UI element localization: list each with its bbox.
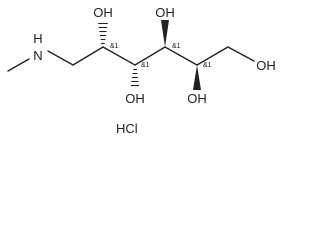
hashed-bond-c3-oh — [130, 68, 140, 87]
bond-c2-c3 — [102, 46, 136, 66]
bond-c3-c4 — [134, 46, 166, 66]
bond-c6-o — [227, 46, 255, 62]
stereo-tag-c5: &1 — [203, 62, 212, 69]
stereo-tag-c3: &1 — [141, 62, 150, 69]
stereo-tag-c2: &1 — [110, 43, 119, 50]
hashed-bond-c2-oh — [98, 22, 108, 45]
bond-c1-c2 — [72, 46, 104, 66]
hydroxyl-label-c3: OH — [125, 91, 145, 106]
hydroxyl-label-c2: OH — [93, 5, 113, 20]
bond-c5-c6 — [196, 46, 229, 66]
hcl-salt-label: HCl — [116, 121, 138, 136]
hydroxyl-label-c5: OH — [187, 91, 207, 106]
bond-c4-c5 — [164, 46, 198, 66]
wedge-bond-c5-oh — [193, 65, 201, 90]
nitrogen-label: N — [33, 48, 42, 63]
bond-methyl-n — [7, 58, 30, 72]
nh-hydrogen-label: H — [33, 31, 42, 46]
bond-n-c1 — [47, 50, 74, 66]
hydroxyl-label-terminal: OH — [256, 58, 276, 73]
wedge-bond-c4-oh — [161, 20, 169, 47]
stereo-tag-c4: &1 — [172, 43, 181, 50]
structure-diagram: H N OH OH OH OH OH &1 &1 &1 &1 HCl — [7, 5, 276, 136]
hydroxyl-label-c4: OH — [155, 5, 175, 20]
